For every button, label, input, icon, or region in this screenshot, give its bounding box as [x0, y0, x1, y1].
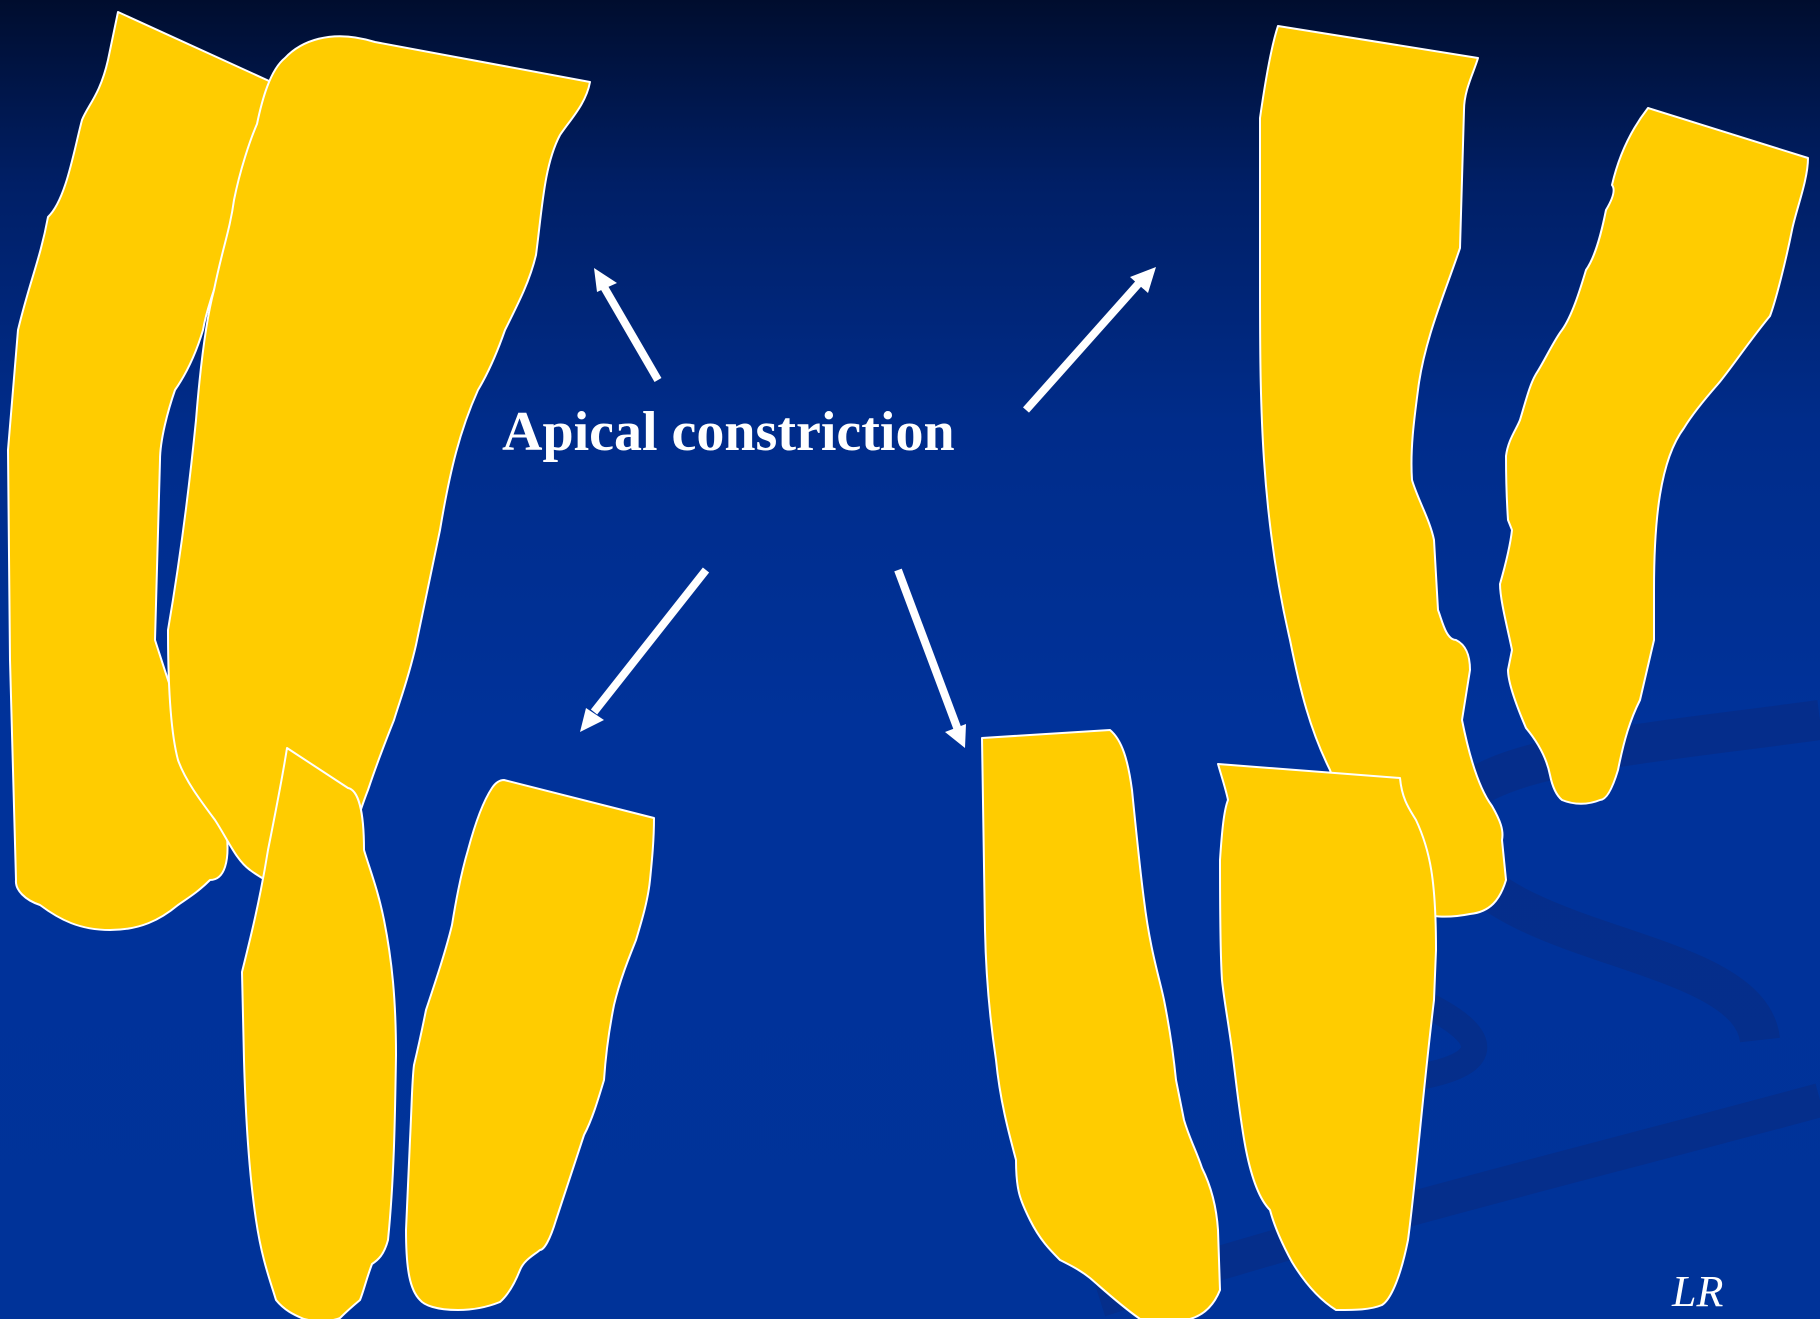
arrow-bottom-right: [898, 570, 966, 748]
apical-constriction-label: Apical constriction: [502, 401, 955, 463]
arrow-top-left: [594, 268, 658, 380]
author-signature: LR: [1671, 1267, 1723, 1316]
root-bottom-center-1: [982, 730, 1220, 1319]
root-top-right-2: [1500, 108, 1808, 804]
root-bottom-left-2: [406, 780, 654, 1310]
root-bottom-center-2: [1218, 764, 1436, 1310]
arrow-top-right: [1026, 267, 1156, 410]
arrow-bottom-left: [580, 570, 706, 732]
